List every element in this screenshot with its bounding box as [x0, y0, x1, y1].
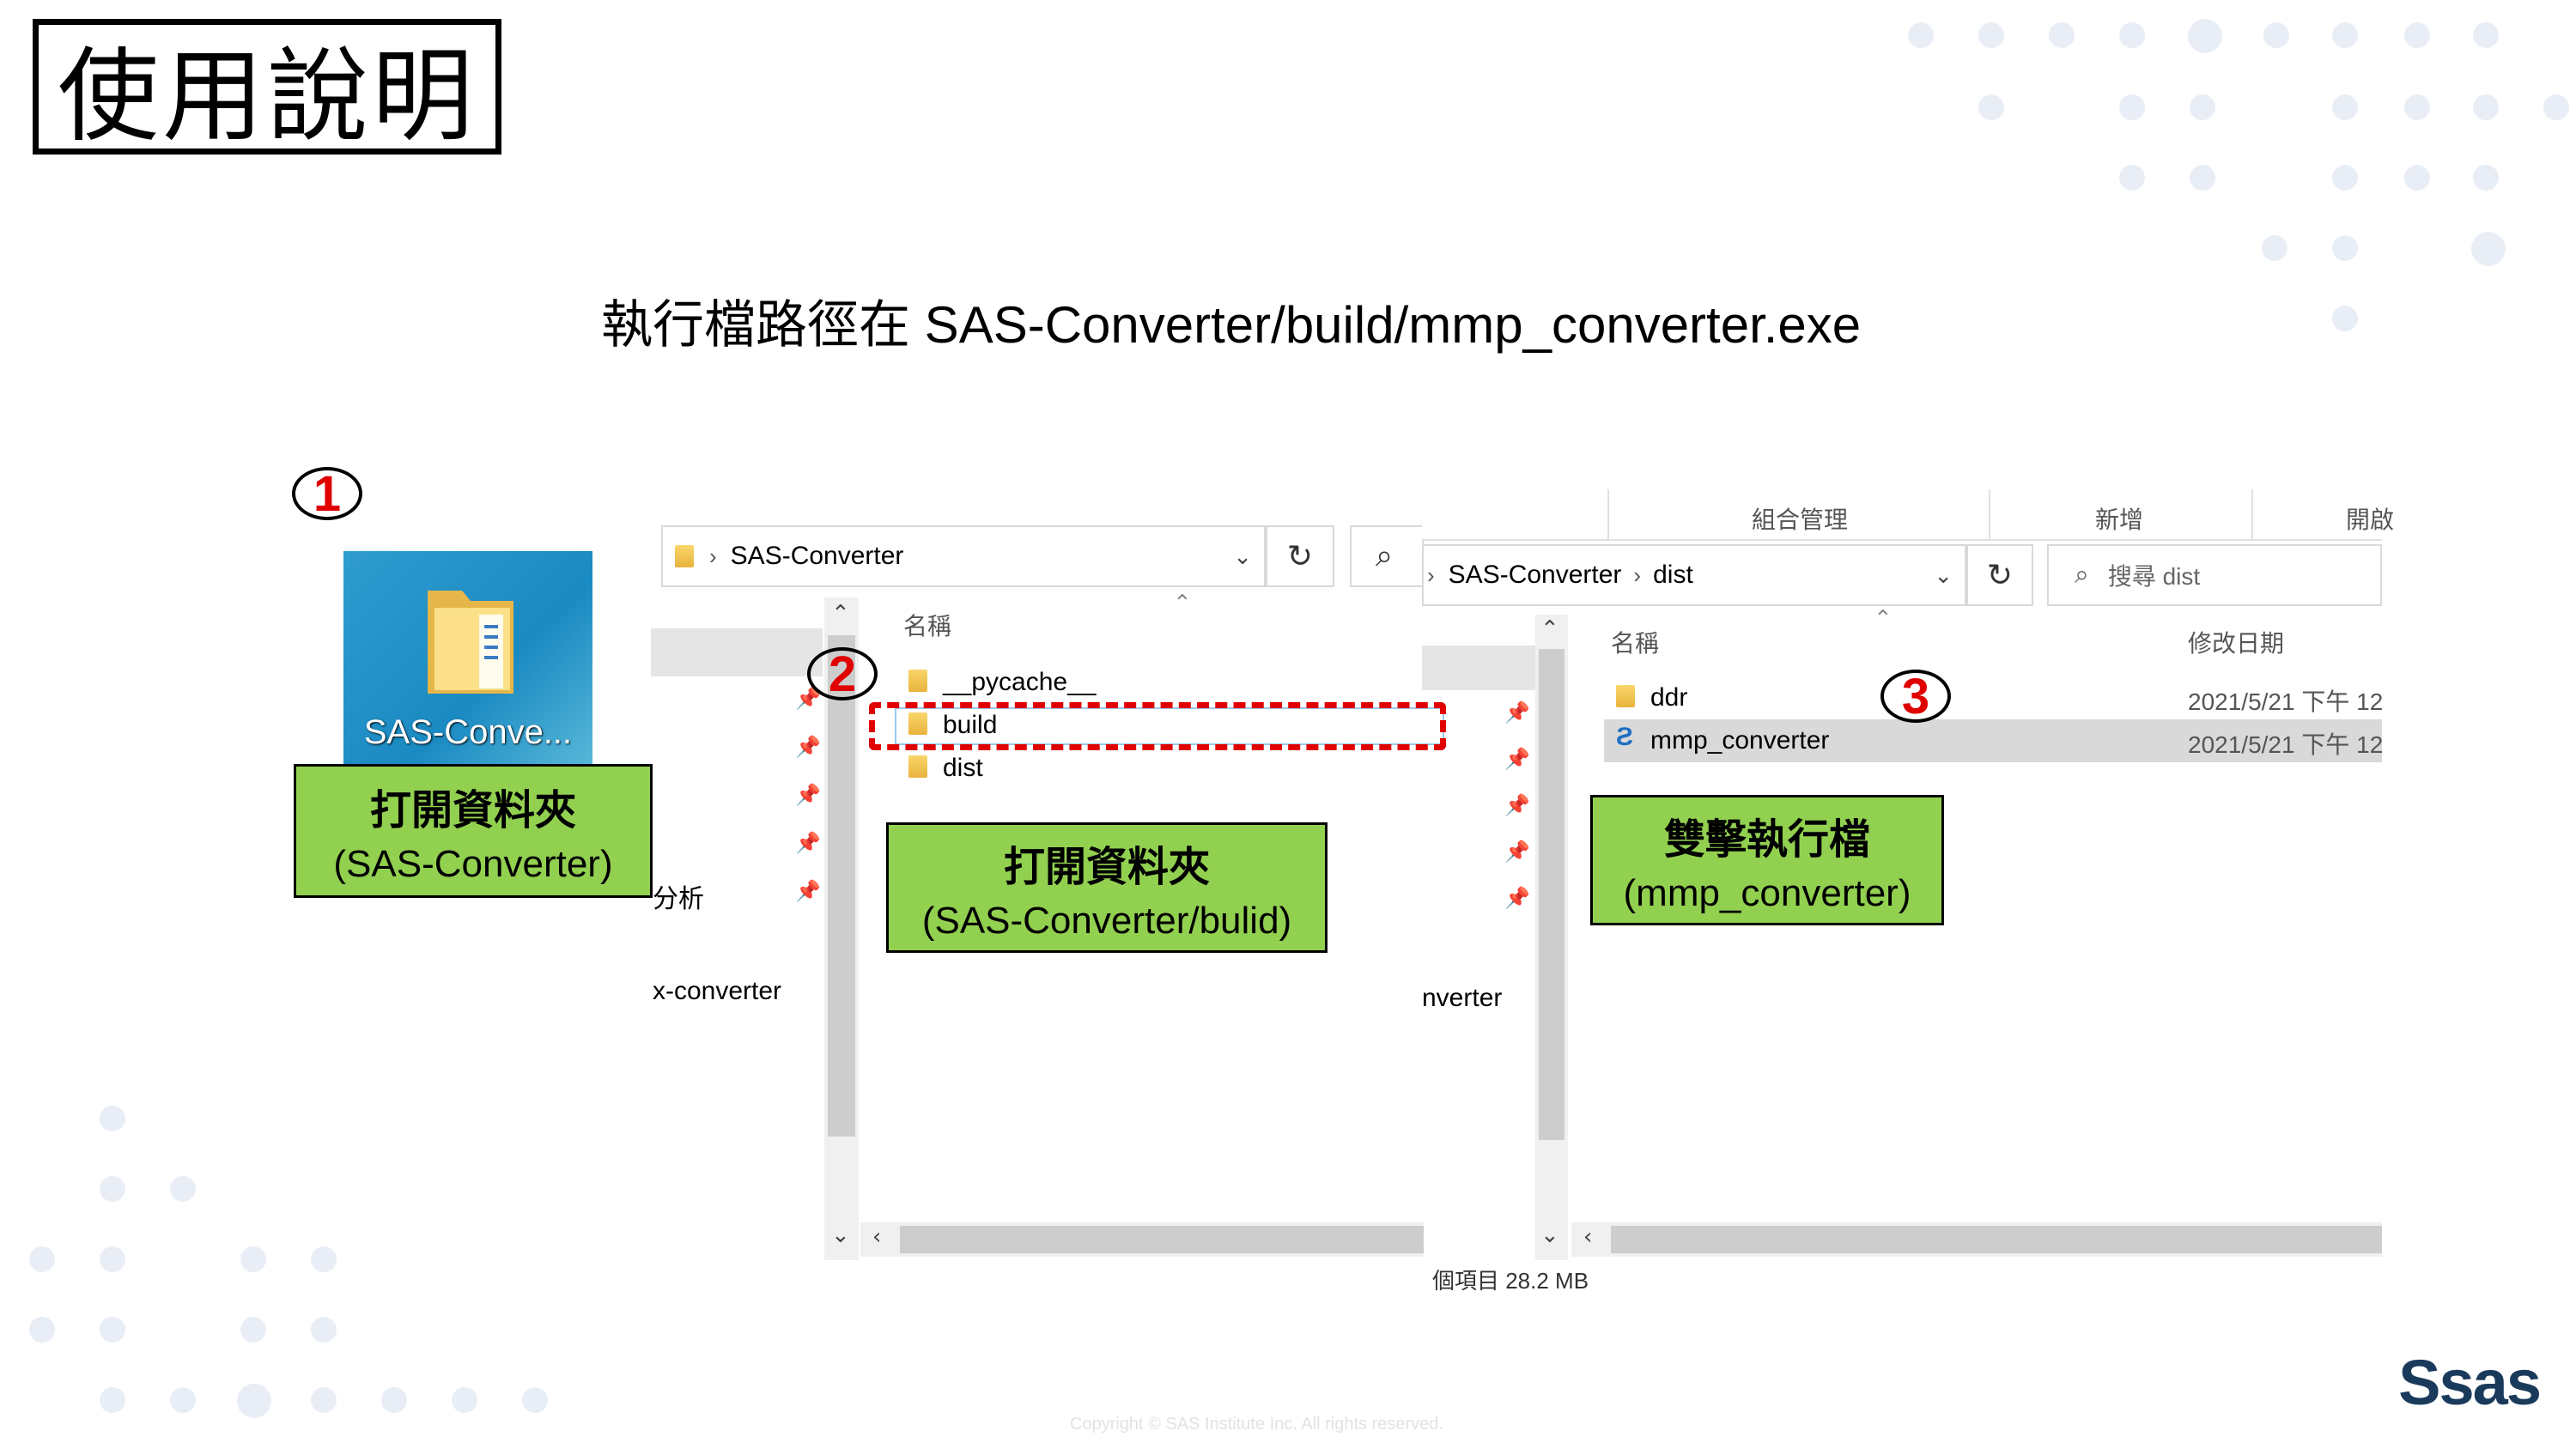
address-bar-2[interactable]: › SAS-Converter › dist ⌄ [1422, 544, 1966, 606]
file-item-dist[interactable]: dist [943, 754, 983, 782]
pin-icon[interactable]: 📌 [795, 783, 821, 807]
column-header-name-1[interactable]: 名稱 [903, 613, 952, 640]
folder-icon [908, 712, 927, 735]
address-part-2[interactable]: dist [1653, 561, 1693, 589]
search-icon: ⌕ [2075, 561, 2089, 589]
ribbon-open[interactable]: 開啟 [2346, 506, 2395, 533]
horizontal-scrollbar-thumb-2[interactable] [1611, 1226, 2382, 1253]
ribbon-divider [1989, 489, 1990, 541]
folder-icon [908, 670, 927, 692]
ribbon-divider [2251, 489, 2253, 541]
dropdown-chevron-icon[interactable]: ⌄ [1233, 543, 1252, 569]
executable-icon: Ƨ [1616, 723, 1634, 751]
search-box-2[interactable]: ⌕ 搜尋 dist [2047, 544, 2382, 606]
pin-icon[interactable]: 📌 [1504, 700, 1530, 724]
file-date-mmp-converter: 2021/5/21 下午 12 [2188, 731, 2384, 758]
highlight-build-row [869, 702, 1446, 750]
file-row-mmp-selected[interactable] [1604, 719, 2382, 762]
scrollbar-thumb-1[interactable] [828, 635, 855, 1137]
step-1-marker: 1 [292, 466, 362, 522]
scroll-up-icon[interactable]: ⌃ [1540, 616, 1559, 642]
column-header-date[interactable]: 修改日期 [2188, 630, 2285, 657]
folder-icon [908, 755, 927, 778]
label-open-folder-2: 打開資料夾 (SAS-Converter/bulid) [886, 822, 1327, 953]
subtitle: 執行檔路徑在 SAS-Converter/build/mmp_converter… [601, 296, 1862, 354]
dropdown-chevron-icon[interactable]: ⌄ [1934, 561, 1953, 588]
ribbon-new[interactable]: 新增 [2095, 506, 2144, 533]
scrollbar-thumb-2[interactable] [1539, 649, 1564, 1140]
pin-icon[interactable]: 📌 [1504, 747, 1530, 771]
label-double-click-line1: 雙擊執行檔 [1663, 817, 1870, 863]
page-title: 使用說明 [57, 36, 477, 155]
breadcrumb-chevron-icon: › [1427, 561, 1435, 588]
sort-up-icon: ⌃ [1173, 591, 1192, 616]
label-open-folder-1-line1: 打開資料夾 [369, 788, 576, 834]
scroll-left-icon[interactable]: ‹ [872, 1224, 882, 1250]
pin-icon[interactable]: 📌 [795, 879, 821, 903]
refresh-icon: ↻ [1286, 538, 1314, 574]
status-text: 個項目 28.2 MB [1432, 1268, 1589, 1294]
scroll-down-icon[interactable]: ⌄ [1540, 1222, 1559, 1248]
pin-icon[interactable]: 📌 [1504, 840, 1530, 864]
scroll-left-icon[interactable]: ‹ [1583, 1224, 1593, 1250]
scroll-down-icon[interactable]: ⌄ [831, 1222, 850, 1248]
desktop-folder-icon[interactable]: SAS-Conve... [343, 551, 592, 764]
title-box: 使用說明 [33, 19, 501, 155]
label-open-folder-1-line2: (SAS-Converter) [333, 843, 613, 885]
folder-icon [1616, 685, 1635, 707]
label-open-folder-1: 打開資料夾 (SAS-Converter) [294, 764, 653, 898]
column-header-name-2[interactable]: 名稱 [1611, 630, 1660, 657]
step-2-marker: 2 [807, 646, 878, 702]
step-3-marker: 3 [1880, 669, 1951, 724]
pin-icon[interactable]: 📌 [795, 831, 821, 855]
desktop-icon-label: SAS-Conve... [363, 713, 573, 751]
nav-item-fragment[interactable]: nverter [1422, 984, 1503, 1012]
scroll-up-icon[interactable]: ⌃ [831, 601, 850, 627]
ribbon-bar [1422, 489, 2382, 541]
label-double-click-line2: (mmp_converter) [1623, 872, 1911, 914]
label-open-folder-2-line1: 打開資料夾 [1003, 845, 1210, 890]
search-button-1[interactable]: ⌕ [1350, 525, 1424, 587]
nav-item-fragment[interactable]: 分析 [653, 885, 704, 913]
refresh-button-2[interactable]: ↻ [1966, 544, 2033, 606]
refresh-icon: ↻ [1986, 557, 2014, 593]
label-double-click: 雙擊執行檔 (mmp_converter) [1590, 795, 1944, 925]
copyright-text: Copyright © SAS Institute Inc. All right… [1070, 1415, 1443, 1434]
folder-icon [428, 591, 513, 694]
sort-up-icon: ⌃ [1874, 606, 1893, 632]
search-placeholder: 搜尋 dist [2107, 563, 2201, 590]
horizontal-scrollbar-thumb-1[interactable] [900, 1226, 1424, 1253]
breadcrumb-chevron-icon: › [1633, 561, 1642, 588]
label-open-folder-2-line2: (SAS-Converter/bulid) [921, 900, 1292, 942]
folder-icon [675, 545, 694, 567]
file-item-ddr[interactable]: ddr [1650, 683, 1688, 712]
file-date-ddr: 2021/5/21 下午 12 [2188, 688, 2384, 715]
pin-icon[interactable]: 📌 [1504, 886, 1530, 910]
nav-item-fragment[interactable]: x-converter [653, 977, 782, 1005]
pin-icon[interactable]: 📌 [795, 735, 821, 759]
breadcrumb-chevron-icon: › [709, 543, 717, 569]
nav-pane-selected-row[interactable] [1422, 646, 1535, 690]
ribbon-organize[interactable]: 組合管理 [1752, 506, 1849, 533]
file-item-mmp-converter[interactable]: mmp_converter [1650, 726, 1830, 755]
nav-pane-selected-row[interactable] [651, 628, 823, 676]
search-icon: ⌕ [1376, 538, 1394, 573]
address-bar-1[interactable]: › SAS-Converter ⌄ [661, 525, 1266, 587]
pin-icon[interactable]: 📌 [1504, 793, 1530, 817]
refresh-button-1[interactable]: ↻ [1266, 525, 1334, 587]
address-part-1[interactable]: SAS-Converter [1448, 561, 1622, 589]
ribbon-divider [1607, 489, 1609, 541]
address-text-1: SAS-Converter [730, 542, 904, 570]
file-item-pycache[interactable]: __pycache__ [943, 668, 1097, 696]
status-bar: 個項目 28.2 MB [1432, 1267, 1621, 1294]
file-item-build[interactable]: build [943, 711, 998, 739]
sas-logo: Ssas [2398, 1347, 2542, 1418]
